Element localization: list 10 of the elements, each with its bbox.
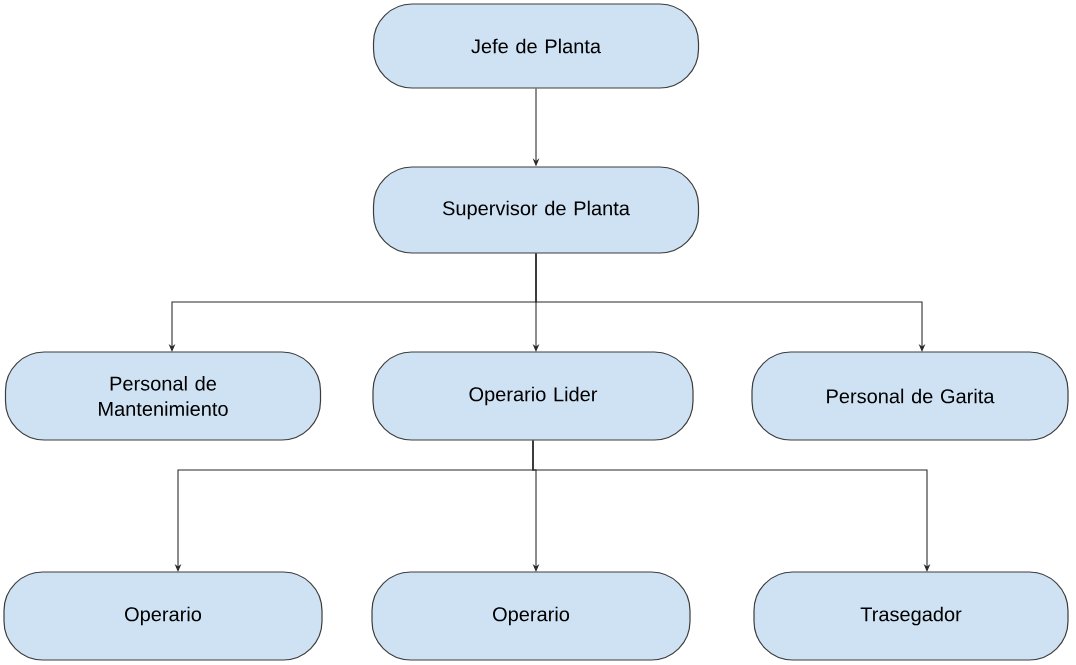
rounded-box: Operario (3, 571, 323, 661)
rounded-box: Trasegador (753, 571, 1069, 661)
rounded-box: Operario (371, 571, 691, 661)
rounded-box: Personal de Garita (751, 351, 1069, 441)
rounded-box: Operario Lider (372, 351, 694, 441)
arrow (532, 440, 931, 572)
rounded-box: Personal de Mantenimiento (4, 351, 322, 441)
rounded-box: Jefe de Planta (372, 3, 700, 89)
rounded-box: Supervisor de Planta (372, 166, 700, 254)
arrow (535, 253, 926, 352)
